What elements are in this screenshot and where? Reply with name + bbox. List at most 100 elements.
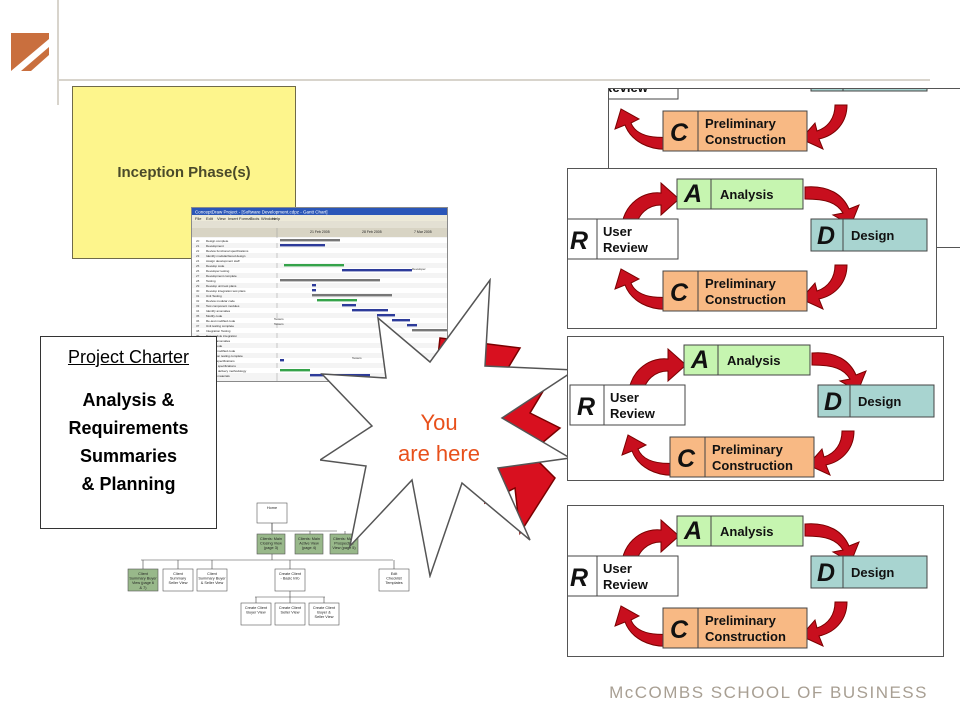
hierarchy-node-label: - Basic Info [281, 577, 300, 581]
callout-line-1: You [420, 410, 457, 435]
gantt-task-label: Identify anomalies [206, 339, 231, 343]
charter-title: Project Charter [67, 347, 190, 367]
analysis-label: Analysis [727, 353, 780, 368]
gantt-row-number: 35 [196, 314, 200, 318]
design-label: Design [851, 565, 894, 580]
user-review-box [569, 384, 686, 426]
gantt-menu-item: Edit [206, 216, 214, 221]
gantt-bar [312, 284, 316, 287]
project-charter-box: Project Charter Analysis & Requirements … [40, 336, 217, 529]
review-label-2: Review [610, 406, 656, 421]
gantt-row-number: 22 [196, 249, 200, 253]
review-label-2: Review [609, 89, 649, 95]
hierarchy-node-label: Seller View [315, 615, 334, 619]
hierarchy-level4-node [240, 602, 272, 626]
charter-line: & Planning [81, 474, 176, 494]
hierarchy-node-label: Closing View [260, 542, 282, 546]
gantt-task-label: Review specifications [206, 359, 235, 363]
gantt-task-label: Identify modular/tiered design [206, 254, 246, 258]
gantt-bar [412, 329, 447, 332]
gantt-task-label: Re-test modified code [206, 349, 236, 353]
gantt-row-number: 32 [196, 299, 200, 303]
hierarchy-node-label: Templates [385, 581, 402, 585]
analysis-letter: A [683, 180, 702, 208]
gantt-task-label: Re-test modified code [206, 319, 236, 323]
hierarchy-node-label: Summary Buyer [129, 577, 157, 581]
design-label: Design [858, 394, 901, 409]
gantt-row-number: 34 [196, 309, 200, 313]
gantt-task-label: Integration Testing [206, 329, 231, 333]
gantt-menu-item: Format [239, 216, 253, 221]
gantt-row-number: 20 [196, 239, 200, 243]
gantt-menu-item: Tools [250, 216, 259, 221]
design-letter: D [824, 388, 842, 416]
gantt-task-label: Develop code [206, 264, 225, 268]
gantt-row-number: 27 [196, 274, 200, 278]
gantt-bar [280, 239, 340, 242]
hierarchy-node-label: Seller View [281, 611, 300, 615]
gantt-task-label: Review modular code [206, 299, 235, 303]
hierarchy-level4-node [274, 602, 306, 626]
gantt-row-number: 37 [196, 324, 200, 328]
gantt-row-number: 23 [196, 254, 200, 258]
hierarchy-node-label: & 7) [140, 586, 148, 590]
gantt-bar [377, 314, 395, 317]
hierarchy-level3-node [162, 568, 194, 592]
gantt-task-label: Develop specifications [206, 364, 236, 368]
hierarchy-level2-node [256, 533, 286, 555]
construction-label-1: Preliminary [712, 442, 784, 457]
user-review-box [609, 89, 679, 100]
hierarchy-level2-node [294, 533, 324, 555]
gantt-task-label: Unit testing complete [206, 324, 234, 328]
gantt-bar-tag: Developer [412, 267, 426, 271]
gantt-bar [280, 244, 325, 247]
construction-label-1: Preliminary [705, 613, 777, 628]
gantt-task-label: Unit Testing [206, 294, 222, 298]
charter-line: Analysis & [82, 390, 175, 410]
gantt-task-label: Integration testing complete [206, 354, 243, 358]
gantt-task-label: Development complete [206, 274, 237, 278]
starburst-shape [320, 278, 578, 578]
gantt-bar [280, 359, 284, 362]
review-label-1: User [603, 224, 632, 239]
gantt-menu-item: Help [272, 216, 281, 221]
hierarchy-node-label: Clients: Main [260, 537, 282, 541]
gantt-task-label: Training materials [206, 374, 230, 378]
gantt-task-label: Develop integration test plans [206, 289, 246, 293]
review-label-2: Review [603, 240, 649, 255]
gantt-row-number: 30 [196, 289, 200, 293]
hierarchy-node-label: Create Client [313, 606, 336, 610]
gantt-bar [284, 264, 344, 267]
hierarchy-node-label: Active View [299, 542, 319, 546]
hierarchy-node-label: Create Client [279, 572, 302, 576]
gantt-bar [342, 304, 356, 307]
gantt-task-label: Test module integration [206, 334, 237, 338]
construction-letter: C [670, 279, 689, 307]
hierarchy-level3-node [196, 568, 228, 592]
gantt-bar [352, 309, 388, 312]
construction-letter: C [670, 616, 689, 644]
gantt-chart-thumbnail: ConceptDraw Project - [Software Developm… [191, 207, 448, 382]
review-label-2: Review [603, 577, 649, 592]
hierarchy-node-label: Seller View [169, 581, 188, 585]
gantt-bar [342, 269, 412, 272]
analysis-letter: A [683, 517, 702, 545]
hierarchy-level4-node [308, 602, 340, 626]
gantt-title: ConceptDraw Project - [Software Developm… [195, 210, 328, 215]
vertical-rule [57, 0, 59, 105]
construction-label-2: Construction [705, 292, 786, 307]
gantt-row-number: 31 [196, 294, 200, 298]
hierarchy-level3-node [127, 568, 159, 592]
gantt-row-number: 36 [196, 319, 200, 323]
gantt-menu-item: View [217, 216, 226, 221]
gantt-bar [392, 319, 410, 322]
hierarchy-node-label: Home [267, 506, 277, 510]
design-label: Design [851, 228, 894, 243]
gantt-row-number: 26 [196, 269, 200, 273]
design-letter: D [817, 89, 835, 90]
gantt-menu-item: Window [261, 216, 275, 221]
construction-letter: C [670, 119, 689, 147]
hierarchy-node-label: Clients: Main [298, 537, 320, 541]
